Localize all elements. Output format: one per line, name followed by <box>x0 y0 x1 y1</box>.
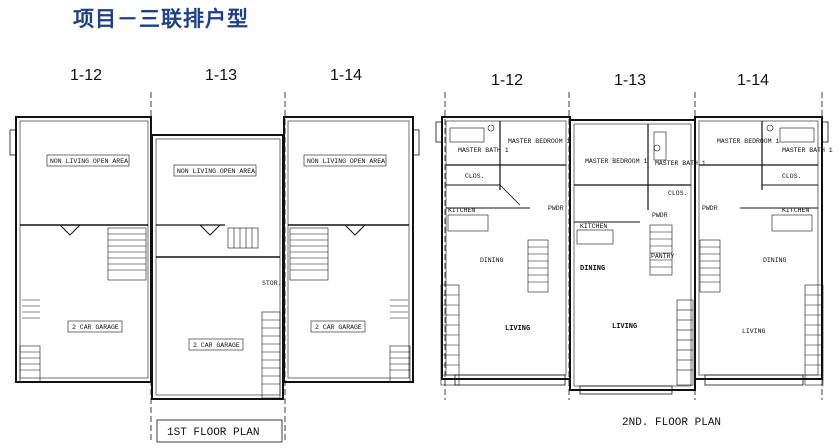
page-title: 项目－三联排户型 <box>73 7 249 31</box>
kitchen-label-1-12: KITCHEN <box>448 207 475 214</box>
unit-label-1-12-floor2: 1-12 <box>491 72 524 89</box>
kitchen-label-1-13: KITCHEN <box>580 223 607 230</box>
dining-label-1-13: DINING <box>580 265 605 273</box>
garage-label-1-13: 2 CAR GARAGE <box>193 342 240 349</box>
open-area-label-1-12: NON LIVING OPEN AREA <box>50 158 128 165</box>
clos-label-1-13: CLOS. <box>668 190 688 197</box>
unit-label-1-13-floor2: 1-13 <box>614 72 647 89</box>
stor-label-1-13: STOR. <box>262 280 282 287</box>
living-label-1-14: LIVING <box>742 328 766 335</box>
unit-label-1-13-floor1: 1-13 <box>205 67 238 84</box>
master-bath-label-1-13: MASTER BATH 1 <box>655 160 706 167</box>
dining-label-1-12: DINING <box>480 257 504 264</box>
unit-label-1-12-floor1: 1-12 <box>70 67 103 84</box>
floor2-plan-label: 2ND. FLOOR PLAN <box>622 417 721 429</box>
pwdr-label-1-13: PWDR <box>652 212 668 219</box>
pwdr-label-1-14: PWDR <box>702 205 718 212</box>
floor1-plan <box>9 92 420 443</box>
master-bedroom-label-1-14: MASTER BEDROOM 1 <box>717 138 780 145</box>
kitchen-label-1-14: KITCHEN <box>782 207 809 214</box>
unit-label-1-14-floor2: 1-14 <box>737 72 770 89</box>
clos-label-1-14: CLOS. <box>782 173 802 180</box>
garage-label-1-12: 2 CAR GARAGE <box>72 324 119 331</box>
living-label-1-12: LIVING <box>505 325 530 333</box>
living-label-1-13: LIVING <box>612 323 637 331</box>
floor1-plan-label: 1ST FLOOR PLAN <box>167 427 259 439</box>
master-bath-label-1-14: MASTER BATH 1 <box>782 147 833 154</box>
clos-label-1-12: CLOS. <box>465 173 485 180</box>
master-bedroom-label-1-13: MASTER BEDROOM 1 <box>585 158 648 165</box>
open-area-label-1-14: NON LIVING OPEN AREA <box>307 158 385 165</box>
master-bedroom-label-1-12: MASTER BEDROOM 1 <box>508 138 571 145</box>
garage-label-1-14: 2 CAR GARAGE <box>315 324 362 331</box>
master-bath-label-1-12: MASTER BATH 1 <box>458 147 509 154</box>
dining-label-1-14: DINING <box>763 257 787 264</box>
pwdr-label-1-12: PWDR <box>548 205 564 212</box>
open-area-label-1-13: NON LIVING OPEN AREA <box>177 168 255 175</box>
unit-label-1-14-floor1: 1-14 <box>330 67 363 84</box>
floor2-plan <box>435 92 829 400</box>
pantry-label-1-13: PANTRY <box>651 253 675 260</box>
